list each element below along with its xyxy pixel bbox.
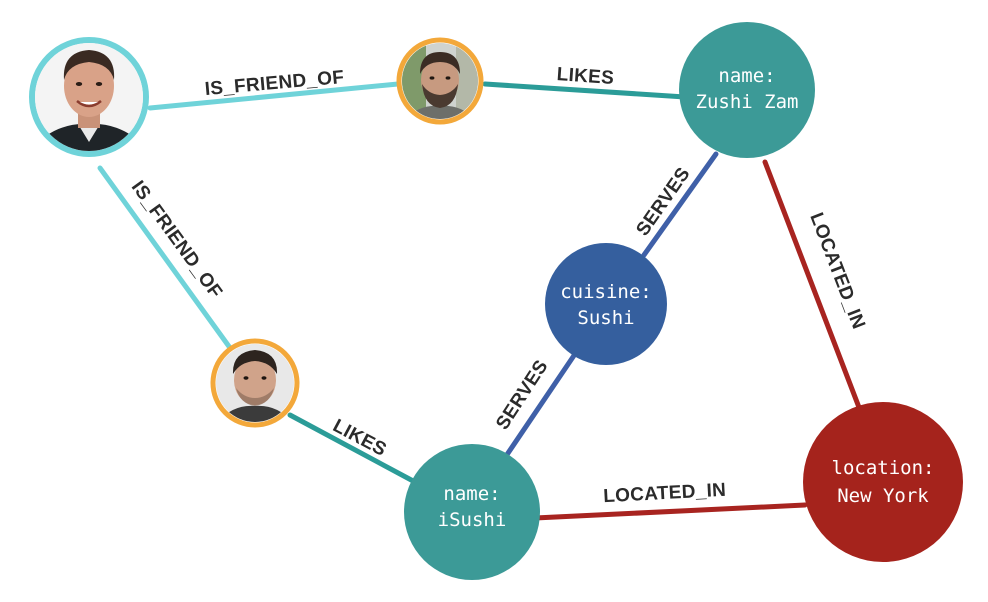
edge-located-in-bottom [532, 502, 808, 521]
person-photo-bearded-man-icon [402, 43, 478, 119]
person-photo-bald-man-icon [35, 43, 143, 151]
edge-label-located-in-right: LOCATED_IN [805, 210, 869, 332]
edge-label-likes-top: LIKES [556, 64, 615, 89]
edge-label-serves-bottom: SERVES [492, 356, 552, 433]
edge-is-friend-of-left [97, 165, 236, 355]
node-cuisine-sushi[interactable]: cuisine: Sushi [545, 243, 667, 365]
edge-serves-bottom [499, 351, 578, 465]
node-property-key: cuisine: [560, 281, 652, 303]
node-property-value: Zushi Zam [696, 91, 799, 113]
node-property-value: Sushi [577, 307, 634, 329]
node-property-key: name: [718, 65, 775, 87]
edge-is-friend-of-top [147, 81, 401, 111]
node-property-key: location: [832, 457, 935, 479]
node-restaurant-isushi[interactable]: name: iSushi [404, 444, 540, 580]
edge-located-in-right [762, 159, 863, 413]
edge-likes-bottom [287, 412, 418, 485]
node-person-main[interactable] [29, 37, 150, 160]
node-property-value: iSushi [438, 509, 507, 531]
edge-likes-top [482, 81, 688, 100]
node-location-new-york[interactable]: location: New York [803, 402, 963, 562]
edge-label-is-friend-of-left: IS_FRIEND_OF [127, 177, 226, 302]
node-person-bearded[interactable] [396, 37, 484, 125]
node-person-young[interactable] [210, 338, 300, 428]
node-property-key: name: [443, 483, 500, 505]
node-restaurant-zushi-zam[interactable]: name: Zushi Zam [679, 22, 815, 158]
edge-serves-top [641, 151, 719, 258]
node-property-value: New York [837, 485, 929, 507]
edge-label-located-in-bottom: LOCATED_IN [603, 480, 727, 507]
